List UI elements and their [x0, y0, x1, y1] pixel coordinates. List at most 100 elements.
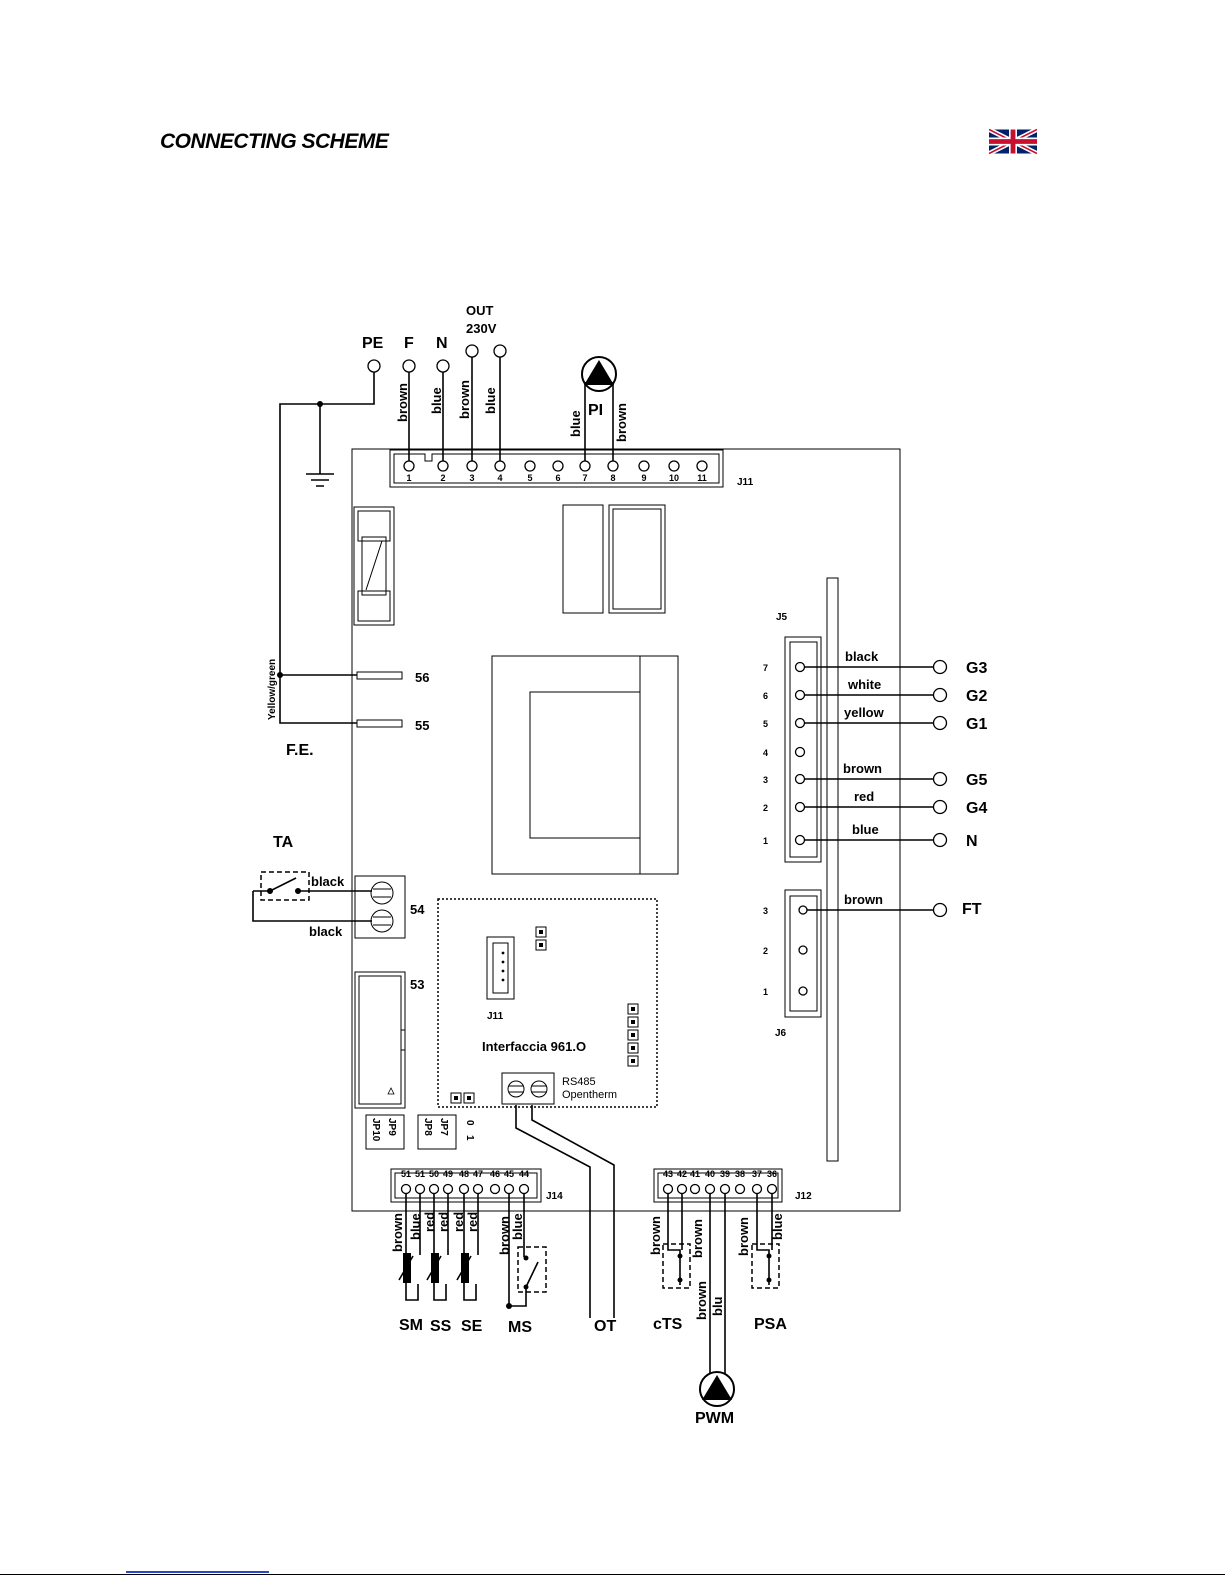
j11-pin [579, 460, 591, 472]
pi-label: PI [588, 402, 603, 419]
j5-connector [784, 636, 822, 863]
j14-pin-number: 48 [459, 1169, 469, 1179]
fuse [353, 506, 395, 626]
output-label: G1 [966, 716, 987, 733]
j14-pin-number: 51 [401, 1169, 411, 1179]
jumper-1-label: 1 [464, 1135, 475, 1141]
sm-sensor [398, 1193, 421, 1301]
j5-pin [794, 773, 806, 785]
output-wire-label: brown [843, 761, 882, 776]
wire-label-pi2: brown [614, 403, 629, 442]
terminal-56-label: 56 [415, 670, 429, 685]
se-label: SE [461, 1318, 483, 1335]
j14-pin [428, 1183, 440, 1195]
j14-label: J14 [546, 1191, 563, 1202]
ft-wire-label: brown [844, 892, 883, 907]
wire-label-out2: blue [483, 387, 498, 414]
ss-wire-label-1: red [422, 1212, 437, 1232]
j11-pin-number: 5 [527, 473, 532, 483]
output-terminal [932, 771, 948, 787]
j14-pin-number: 47 [473, 1169, 483, 1179]
j5-pin [794, 746, 806, 758]
j5-pin-number: 4 [763, 748, 768, 758]
ss-label: SS [430, 1318, 452, 1335]
page-title: CONNECTING SCHEME [160, 130, 389, 153]
ft-label: FT [962, 901, 982, 918]
pe-terminal [367, 359, 381, 373]
j11-pin [403, 460, 415, 472]
j11-pin-number: 4 [497, 473, 502, 483]
component-53 [354, 971, 406, 1109]
j12-pin-number: 37 [752, 1169, 762, 1179]
relay-2 [608, 504, 666, 614]
output-label: G3 [966, 660, 987, 677]
out-terminal-2 [493, 344, 507, 358]
j14-pin [400, 1183, 412, 1195]
j5-pin-number: 5 [763, 719, 768, 729]
se-wire-label-1: red [451, 1212, 466, 1232]
right-outputs: blackG3whiteG2yellowG1brownG5redG4blueNb… [805, 649, 987, 918]
relay-1 [562, 504, 604, 614]
j5-pin [794, 801, 806, 813]
se-wire-label-2: red [465, 1212, 480, 1232]
ss-wire-label-2: red [436, 1212, 451, 1232]
j12-pin [734, 1183, 746, 1195]
cts-wire-label-2: brown [690, 1219, 705, 1258]
component-53-label: 53 [410, 977, 424, 992]
jp10-label: JP10 [370, 1118, 381, 1142]
wire-label-f: brown [395, 383, 410, 422]
j11-pin-number: 10 [669, 473, 679, 483]
terminal-56 [356, 671, 403, 680]
sm-label: SM [399, 1317, 423, 1334]
j5-pin [794, 661, 806, 673]
j12-pin-number: 43 [663, 1169, 673, 1179]
j11-pin [696, 460, 708, 472]
jumper-jp8-jp7 [417, 1114, 457, 1150]
wire-label-out1: brown [457, 380, 472, 419]
j5-pin-number: 3 [763, 775, 768, 785]
j12-pin-number: 40 [705, 1169, 715, 1179]
j11-pin-number: 11 [697, 473, 707, 483]
jp7-label: JP7 [438, 1118, 449, 1136]
jp8-label: JP8 [422, 1118, 433, 1136]
pwm-wire-label-2: blu [710, 1296, 725, 1316]
transformer [491, 655, 679, 875]
j6-pin-number: 1 [763, 987, 768, 997]
j12-connector [653, 1168, 783, 1203]
j12-pin [689, 1183, 701, 1195]
j11-pin [466, 460, 478, 472]
j5-pin [794, 689, 806, 701]
board-rail [826, 577, 839, 1162]
ta-switch [260, 871, 310, 901]
output-wire-label: white [847, 677, 881, 692]
j11-pin [607, 460, 619, 472]
jumper-0-label: 0 [464, 1120, 475, 1126]
interface-header-bottom [450, 1092, 475, 1104]
jumper-jp10-jp9 [365, 1114, 405, 1150]
output-label: N [966, 833, 978, 850]
j14-pin-number: 46 [490, 1169, 500, 1179]
j14-pin [518, 1183, 530, 1195]
j6-pin-number: 3 [763, 906, 768, 916]
j12-pin-number: 41 [690, 1169, 700, 1179]
j14-pin [489, 1183, 501, 1195]
j11-pin-number: 8 [610, 473, 615, 483]
se-sensor [456, 1193, 479, 1301]
psa-wire-label-2: blue [770, 1213, 785, 1240]
uk-flag-icon [989, 127, 1037, 156]
interface-header-2pin [535, 926, 547, 951]
j14-pin [442, 1183, 454, 1195]
sm-wire-label-2: blue [408, 1213, 423, 1240]
j12-pin [662, 1183, 674, 1195]
j12-label: J12 [795, 1191, 812, 1202]
j6-pin [798, 945, 808, 955]
j14-pin [503, 1183, 515, 1195]
interface-board [437, 898, 658, 1108]
j6-label: J6 [775, 1028, 787, 1039]
output-wire-label: black [845, 649, 879, 664]
opentherm-label: Opentherm [562, 1089, 617, 1101]
